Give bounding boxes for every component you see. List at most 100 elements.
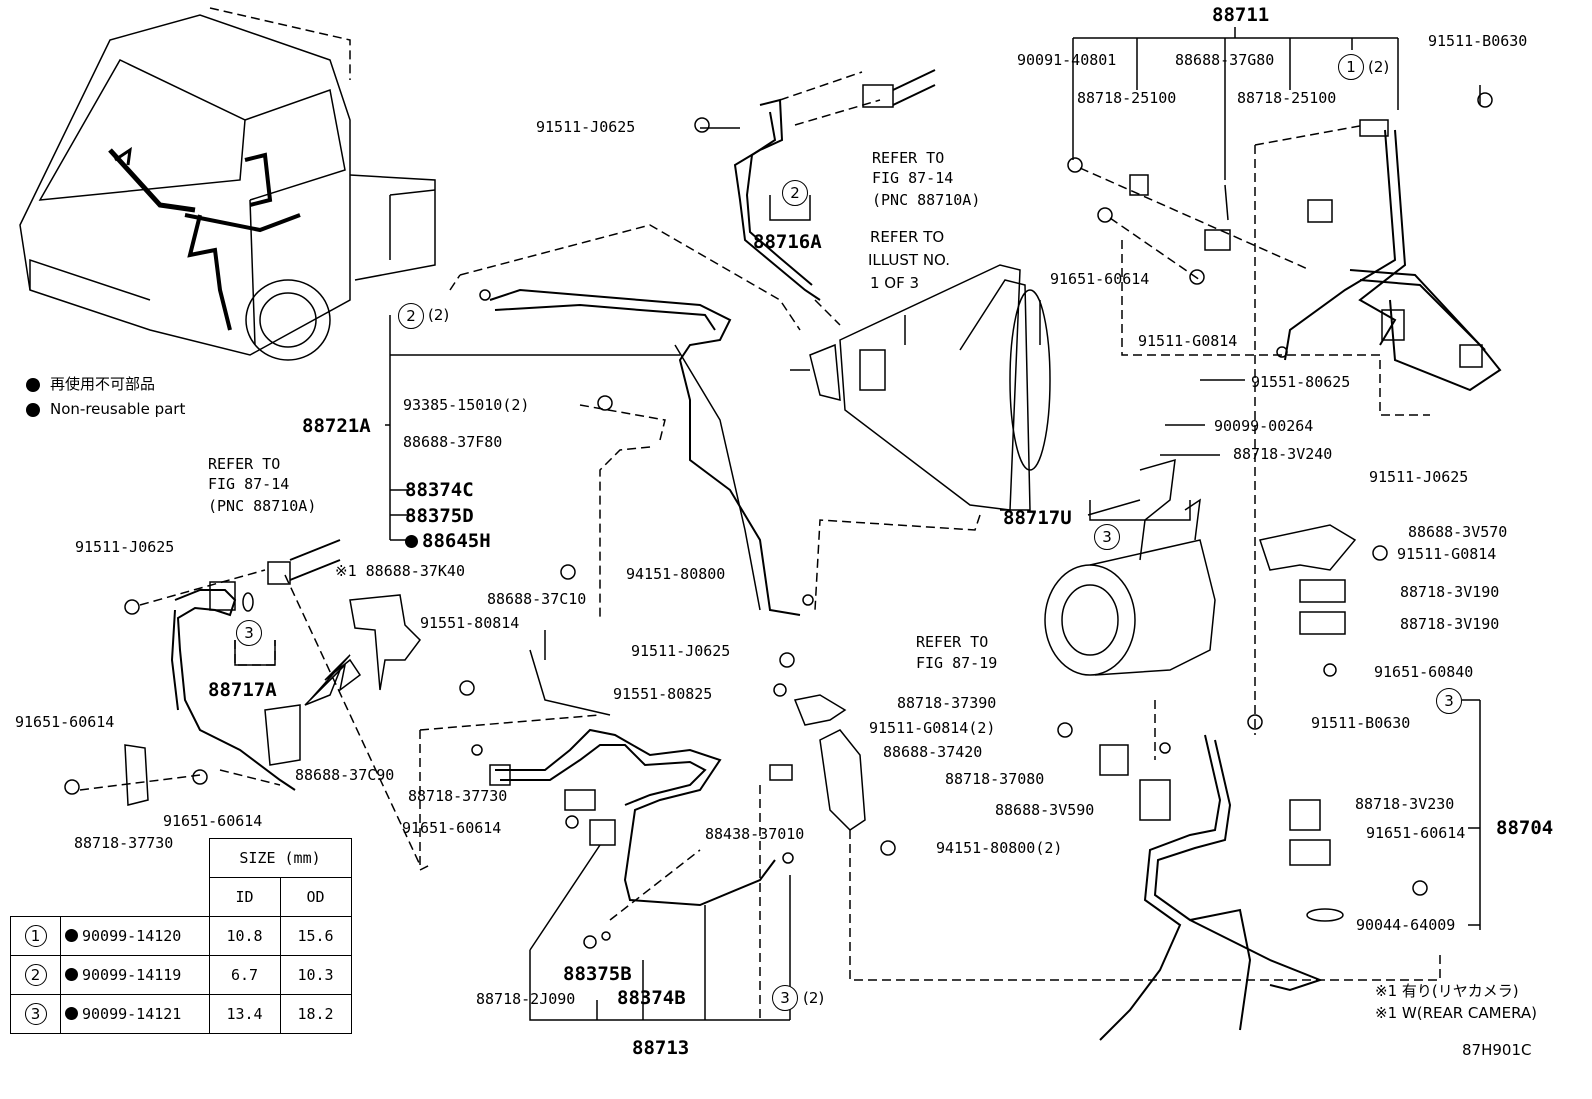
part-label[interactable]: 88718-3V190 [1400, 583, 1500, 601]
callout-3: 3 [772, 985, 798, 1011]
row-part[interactable]: 90099-14121 [82, 1005, 182, 1023]
truck-illustration [19, 7, 436, 361]
part-label[interactable]: 88721A [302, 415, 371, 437]
row-part[interactable]: 90099-14120 [82, 927, 182, 945]
legend-jp: 再使用不可部品 [50, 375, 156, 393]
part-label[interactable]: 91511-B0630 [1311, 714, 1411, 732]
part-label[interactable]: 88718-25100 [1077, 89, 1177, 107]
part-label[interactable]: 88438-37010 [705, 825, 805, 843]
non-reusable-dot [65, 1007, 78, 1020]
refer-note: REFER TO [916, 633, 989, 651]
part-label[interactable]: 91511-J0625 [75, 538, 175, 556]
part-label[interactable]: 88718-25100 [1237, 89, 1337, 107]
part-label[interactable]: 88717U [1003, 507, 1072, 529]
part-label[interactable]: 88711 [1212, 4, 1270, 26]
part-label[interactable]: 88688-3V590 [995, 801, 1095, 819]
row-od: 18.2 [279, 994, 352, 1034]
row-no: 3 [24, 1003, 47, 1025]
part-label[interactable]: 90099-00264 [1214, 417, 1314, 435]
part-label[interactable]: 88713 [632, 1037, 690, 1059]
part-label[interactable]: 88688-37G80 [1175, 51, 1275, 69]
part-label[interactable]: 88716A [753, 231, 822, 253]
row-part[interactable]: 90099-14119 [82, 966, 182, 984]
refer-note: ILLUST NO. [868, 251, 951, 269]
part-label[interactable]: 91651-60614 [1366, 824, 1466, 842]
callout-qty: (2) [428, 306, 450, 324]
part-label[interactable]: 88688-37C10 [487, 590, 587, 608]
non-reusable-dot [65, 968, 78, 981]
part-label[interactable]: 91511-G0814(2) [869, 719, 996, 737]
part-label[interactable]: 94151-80800(2) [936, 839, 1063, 857]
bracket-3V570 [1259, 524, 1388, 677]
part-label[interactable]: 88718-37730 [408, 787, 508, 805]
part-label[interactable]: 90044-64009 [1356, 916, 1456, 934]
part-label-non-reusable[interactable]: 88645H [405, 531, 491, 552]
pipe-88721A [479, 288, 814, 668]
condenser [790, 264, 1051, 511]
part-label[interactable]: 88718-37080 [945, 770, 1045, 788]
row-od: 15.6 [279, 916, 352, 956]
part-label[interactable]: 88718-37390 [897, 694, 997, 712]
part-label[interactable]: 91651-60840 [1374, 663, 1474, 681]
row-od: 10.3 [279, 955, 352, 995]
part-label[interactable]: 88718-3V240 [1233, 445, 1333, 463]
part-label[interactable]: 91551-80814 [420, 614, 520, 632]
part-label[interactable]: 88688-37F80 [403, 433, 503, 451]
part-label[interactable]: 90091-40801 [1017, 51, 1117, 69]
part-label[interactable]: 88375B [563, 963, 632, 985]
part-label[interactable]: 91651-60614 [163, 812, 263, 830]
part-label[interactable]: 88704 [1496, 817, 1554, 839]
part-label[interactable]: 88375D [405, 505, 474, 527]
refer-note: REFER TO [872, 149, 945, 167]
hose-88713 [471, 728, 794, 949]
legend-en: Non-reusable part [50, 400, 186, 418]
refer-note: FIG 87-14 [208, 475, 290, 493]
callout-3: 3 [1094, 524, 1120, 550]
part-label[interactable]: 94151-80800 [626, 565, 726, 583]
row-id: 10.8 [208, 916, 281, 956]
callout-3: 3 [236, 620, 262, 646]
part-label[interactable]: 88688-3V570 [1408, 523, 1508, 541]
part-label[interactable]: 88688-37420 [883, 743, 983, 761]
size-header: SIZE (mm) [208, 838, 352, 878]
refer-note: 1 OF 3 [870, 274, 920, 292]
hose-88716A [694, 69, 936, 301]
part-label[interactable]: 91511-J0625 [536, 118, 636, 136]
part-label[interactable]: 91511-J0625 [1369, 468, 1469, 486]
part-label[interactable]: 91651-60614 [402, 819, 502, 837]
part-label[interactable]: 88717A [208, 679, 277, 701]
row-no: 1 [24, 925, 47, 947]
col-id: ID [208, 877, 281, 917]
part-label[interactable]: ※1 88688-37K40 [335, 562, 465, 580]
hose-88717A [64, 539, 421, 806]
part-label[interactable]: 88374B [617, 987, 686, 1009]
part-label[interactable]: 91651-60614 [15, 713, 115, 731]
oring-size-table: SIZE (mm) ID OD 1 90099-14120 10.8 15.6 … [10, 838, 352, 1034]
part-label[interactable]: 88718-2J090 [476, 990, 576, 1008]
part-label[interactable]: 91511-J0625 [631, 642, 731, 660]
bracket-37420 [769, 683, 1171, 856]
callout-qty: (2) [803, 989, 825, 1007]
table-row: 1 90099-14120 10.8 15.6 [10, 916, 352, 956]
part-label[interactable]: 91511-G0814 [1138, 332, 1238, 350]
part-label[interactable]: 91651-60614 [1050, 270, 1150, 288]
callout-1: 1 [1338, 54, 1364, 80]
callout-qty: (2) [1368, 58, 1390, 76]
part-label[interactable]: 93385-15010(2) [403, 396, 530, 414]
compressor [1044, 458, 1216, 676]
part-label[interactable]: 91551-80825 [613, 685, 713, 703]
part-label[interactable]: 88718-3V190 [1400, 615, 1500, 633]
non-reusable-dot [65, 929, 78, 942]
table-row: 3 90099-14121 13.4 18.2 [10, 994, 352, 1034]
part-label[interactable]: 88374C [405, 479, 474, 501]
refer-note: (PNC 88710A) [208, 497, 317, 515]
part-label[interactable]: 88718-3V230 [1355, 795, 1455, 813]
part-label[interactable]: 88718-37730 [74, 834, 174, 852]
diagram-id: 87H901C [1462, 1041, 1532, 1059]
part-label[interactable]: 88688-37C90 [295, 766, 395, 784]
part-label[interactable]: 91551-80625 [1251, 373, 1351, 391]
part-label[interactable]: 91511-B0630 [1428, 32, 1528, 50]
part-label[interactable]: 91511-G0814 [1397, 545, 1497, 563]
